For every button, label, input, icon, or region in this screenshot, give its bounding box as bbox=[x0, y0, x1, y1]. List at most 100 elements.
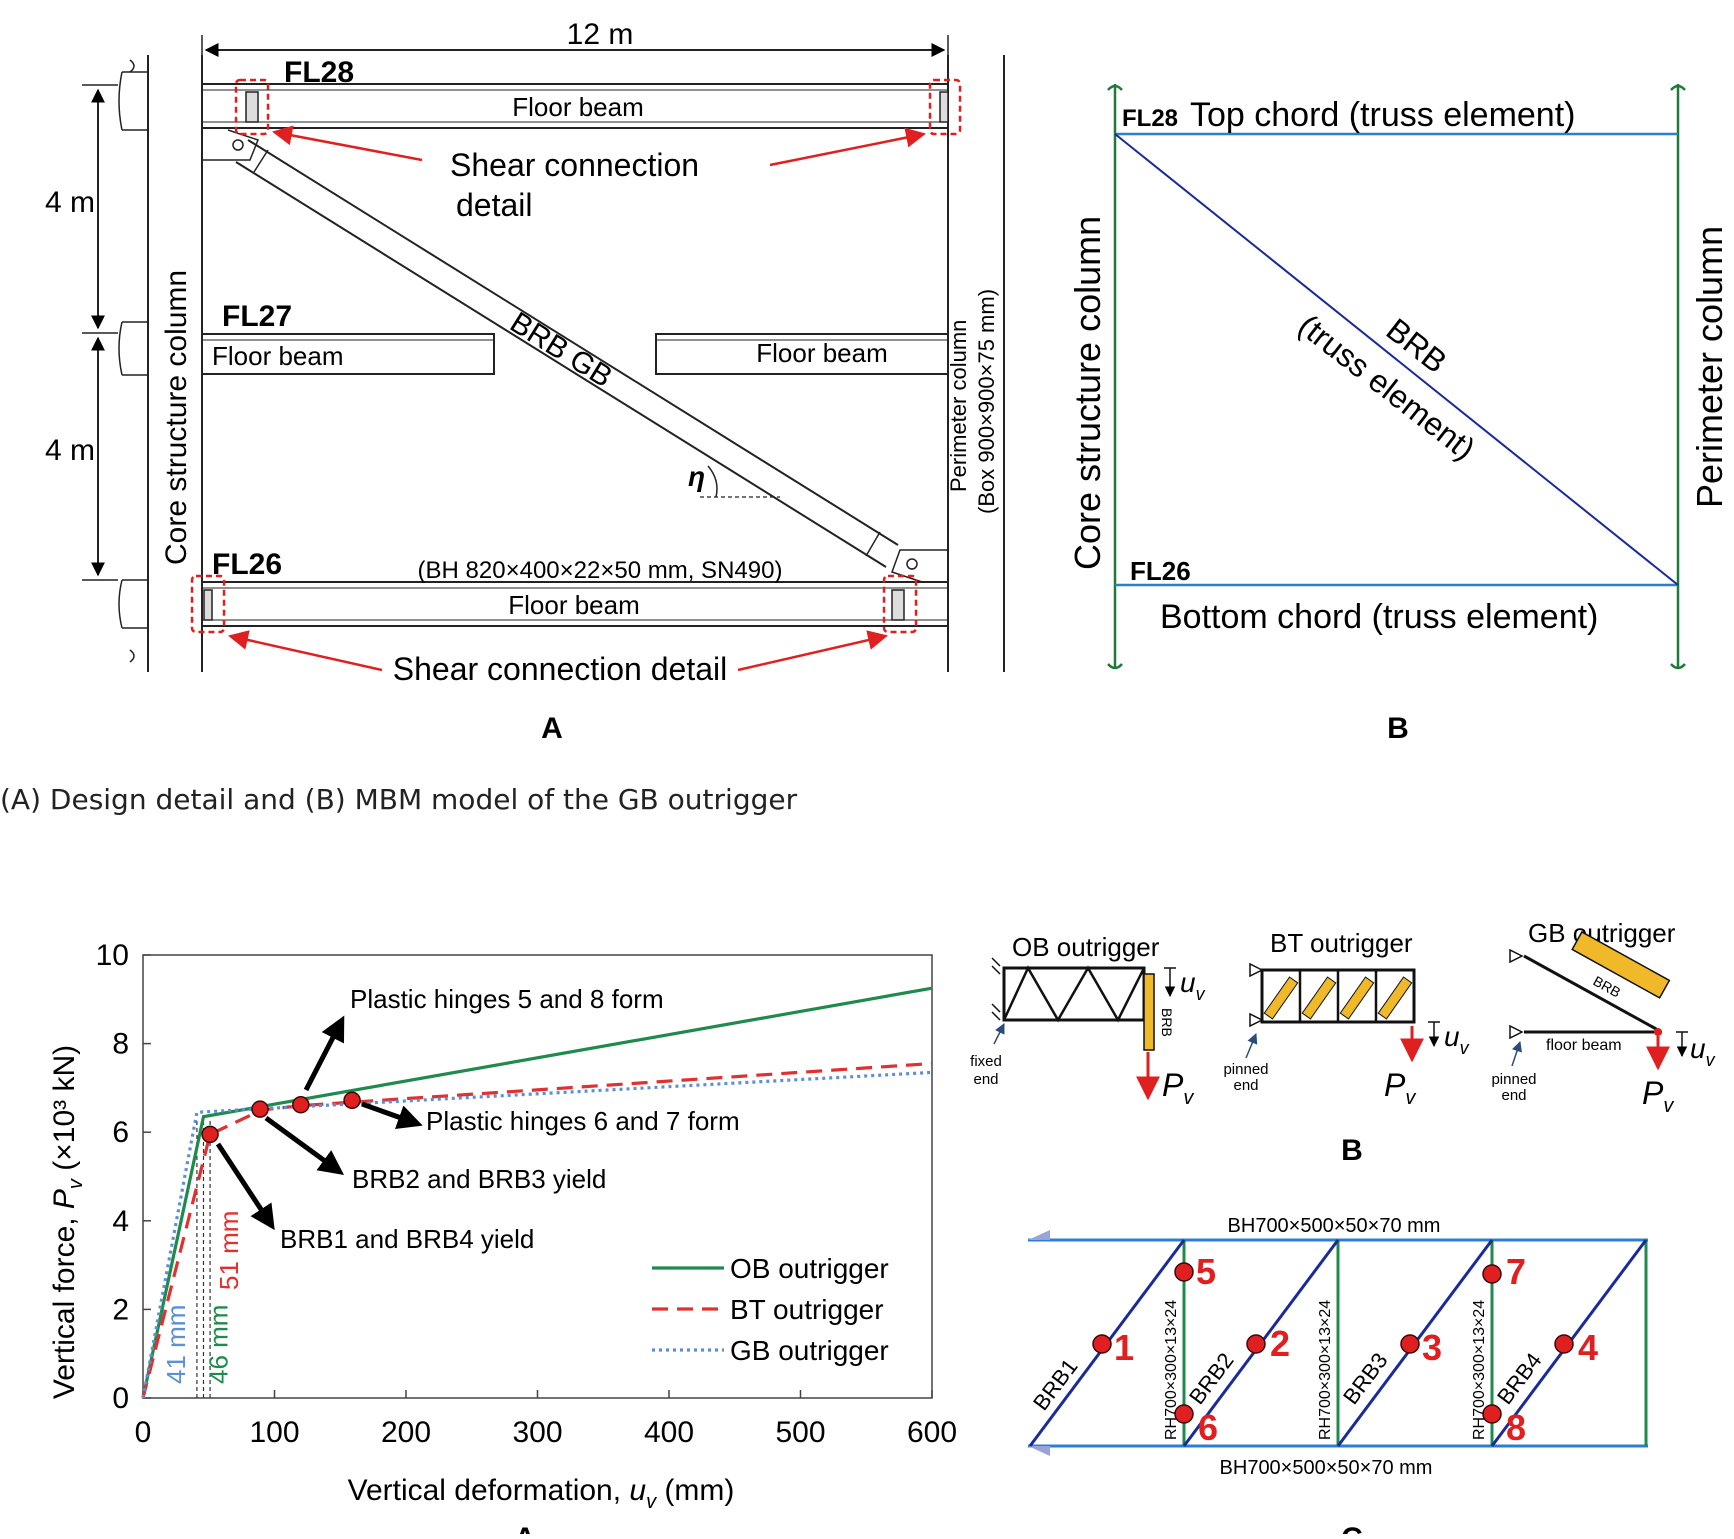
perimeter-column-label: Perimeter column bbox=[946, 320, 971, 492]
x-tick-label: 500 bbox=[775, 1416, 825, 1449]
bottom-chord-section: BH700×500×50×70 mm bbox=[1220, 1457, 1433, 1479]
event-marker bbox=[343, 1091, 361, 1110]
event-marker bbox=[251, 1100, 269, 1118]
y-tick-label: 8 bbox=[112, 1028, 129, 1061]
x-tick-label: 400 bbox=[644, 1416, 694, 1449]
story-height-bottom: 4 m bbox=[45, 434, 95, 467]
gb-floor-beam-label: floor beam bbox=[1546, 1037, 1622, 1054]
ob-uv-label: uv bbox=[1180, 967, 1206, 1004]
brb4-label: BRB4 bbox=[1492, 1348, 1547, 1409]
ob-end-label: end bbox=[973, 1071, 998, 1088]
hinge-label-6: 6 bbox=[1198, 1407, 1218, 1448]
shear-connection-label-top: Shear connection bbox=[450, 147, 699, 183]
bt-pv-label: Pv bbox=[1384, 1067, 1416, 1109]
x-tick-label: 100 bbox=[249, 1416, 299, 1449]
annotation-brb2-brb3: BRB2 and BRB3 yield bbox=[352, 1164, 606, 1194]
legend-label: OB outrigger bbox=[730, 1253, 889, 1284]
core-column-label: Core structure column bbox=[160, 270, 193, 565]
floor-beam-label-fl27-left: Floor beam bbox=[212, 341, 344, 371]
panel-label-1b: B bbox=[1387, 712, 1409, 745]
hinge-label-5: 5 bbox=[1196, 1251, 1216, 1292]
event-marker bbox=[292, 1095, 310, 1114]
y-tick-label: 10 bbox=[96, 939, 129, 972]
gb-end-label: end bbox=[1501, 1087, 1526, 1104]
yield-lines: 41 mm 46 mm 51 mm bbox=[161, 1118, 244, 1398]
hinge-location-panel: 1 2 3 4 5 6 7 8 BH700×500×50×70 mm BH700… bbox=[1028, 1215, 1648, 1539]
hinge-label-8: 8 bbox=[1506, 1407, 1526, 1448]
x-axis-label: Vertical deformation, uv (mm) bbox=[348, 1474, 735, 1513]
annotation-brb1-brb4: BRB1 and BRB4 yield bbox=[280, 1224, 534, 1254]
brb3-label: BRB3 bbox=[1338, 1348, 1393, 1409]
event-marker bbox=[201, 1125, 219, 1144]
perimeter-column-model-label: Perimeter column bbox=[1689, 226, 1730, 508]
annotation-hinges-6-7: Plastic hinges 6 and 7 form bbox=[426, 1106, 740, 1136]
hinge-label-3: 3 bbox=[1422, 1327, 1442, 1368]
bottom-chord-label: Bottom chord (truss element) bbox=[1160, 598, 1598, 636]
y-tick-label: 6 bbox=[112, 1116, 129, 1149]
y-tick-label: 0 bbox=[112, 1382, 129, 1415]
ob-fixed-label: fixed bbox=[970, 1053, 1002, 1070]
bt-end-label: end bbox=[1233, 1077, 1258, 1094]
gb-pinned-label: pinned bbox=[1491, 1071, 1536, 1088]
annotation-hinges-5-8: Plastic hinges 5 and 8 form bbox=[350, 984, 664, 1014]
gb-truss-icon bbox=[1509, 930, 1688, 1071]
legend-label: BT outrigger bbox=[730, 1294, 884, 1325]
floor-label-fl26-model: FL26 bbox=[1130, 556, 1191, 586]
mbm-model-panel: FL28 Top chord (truss element) FL26 Bott… bbox=[1067, 84, 1730, 745]
core-column-model-label: Core structure column bbox=[1067, 216, 1108, 570]
bt-outrigger-title: BT outrigger bbox=[1270, 928, 1413, 958]
yield-label: 41 mm bbox=[161, 1305, 191, 1384]
ob-truss-icon bbox=[991, 957, 1176, 1101]
story-height-top: 4 m bbox=[45, 186, 95, 219]
top-chord-section: BH700×500×50×70 mm bbox=[1228, 1215, 1441, 1237]
x-tick-label: 300 bbox=[512, 1416, 562, 1449]
column-section-1: RH700×300×13×24 bbox=[1163, 1300, 1180, 1440]
figure-caption: (A) Design detail and (B) MBM model of t… bbox=[0, 783, 798, 816]
bt-uv-label: uv bbox=[1444, 1021, 1470, 1058]
ob-outrigger-title: OB outrigger bbox=[1012, 932, 1160, 962]
panel-label-2a: A bbox=[514, 1522, 536, 1534]
panel-label-2c: C bbox=[1341, 1522, 1363, 1534]
shear-connection-label-top-2: detail bbox=[456, 187, 533, 223]
outrigger-schematics-panel: OB outrigger BRB fixed end uv Pv BT outr… bbox=[970, 918, 1715, 1167]
floor-beam-label-fl26: Floor beam bbox=[508, 590, 640, 620]
y-tick-label: 2 bbox=[112, 1293, 129, 1326]
gb-pv-label: Pv bbox=[1642, 1075, 1674, 1117]
floor-label-fl28: FL28 bbox=[284, 56, 354, 89]
bt-pinned-label: pinned bbox=[1223, 1061, 1268, 1078]
hinge-label-4: 4 bbox=[1578, 1327, 1598, 1368]
angle-eta-label: η bbox=[688, 461, 705, 492]
brb2-label: BRB2 bbox=[1184, 1348, 1239, 1409]
ob-pv-label: Pv bbox=[1162, 1067, 1194, 1109]
panel-label-2b: B bbox=[1341, 1134, 1363, 1167]
yield-label: 51 mm bbox=[214, 1211, 244, 1290]
x-tick-label: 200 bbox=[381, 1416, 431, 1449]
legend-label: GB outrigger bbox=[730, 1335, 889, 1366]
series-line bbox=[141, 986, 933, 1399]
hinge-label-1: 1 bbox=[1114, 1327, 1134, 1368]
bt-truss-icon bbox=[1245, 962, 1440, 1063]
beam-section-label: (BH 820×400×22×50 mm, SN490) bbox=[418, 557, 783, 584]
column-section-3: RH700×300×13×24 bbox=[1471, 1300, 1488, 1440]
top-chord-label: Top chord (truss element) bbox=[1190, 96, 1576, 134]
legend: OB outrigger BT outrigger GB outrigger bbox=[652, 1253, 889, 1366]
floor-label-fl28-model: FL28 bbox=[1122, 105, 1178, 132]
panel-label-1a: A bbox=[541, 712, 563, 745]
hinge-label-2: 2 bbox=[1270, 1323, 1290, 1364]
y-axis-label: Vertical force, Pv (×10³ kN) bbox=[48, 1045, 87, 1399]
column-section-2: RH700×300×13×24 bbox=[1317, 1300, 1334, 1440]
gb-uv-label: uv bbox=[1690, 1033, 1716, 1070]
brace-label: BRB GB bbox=[504, 306, 618, 394]
floor-label-fl27: FL27 bbox=[222, 300, 292, 333]
design-detail-panel: 12 m 4 m 4 m FL28 FL27 FL26 Floor beam F… bbox=[45, 18, 1005, 745]
floor-beam-label-fl27-right: Floor beam bbox=[756, 338, 888, 368]
x-tick-label: 0 bbox=[135, 1416, 152, 1449]
ob-brb-label: BRB bbox=[1159, 1008, 1175, 1037]
y-tick-label: 4 bbox=[112, 1205, 129, 1238]
floor-label-fl26: FL26 bbox=[212, 548, 282, 581]
yield-label: 46 mm bbox=[203, 1305, 233, 1384]
perimeter-column-section: (Box 900×900×75 mm) bbox=[974, 289, 999, 514]
